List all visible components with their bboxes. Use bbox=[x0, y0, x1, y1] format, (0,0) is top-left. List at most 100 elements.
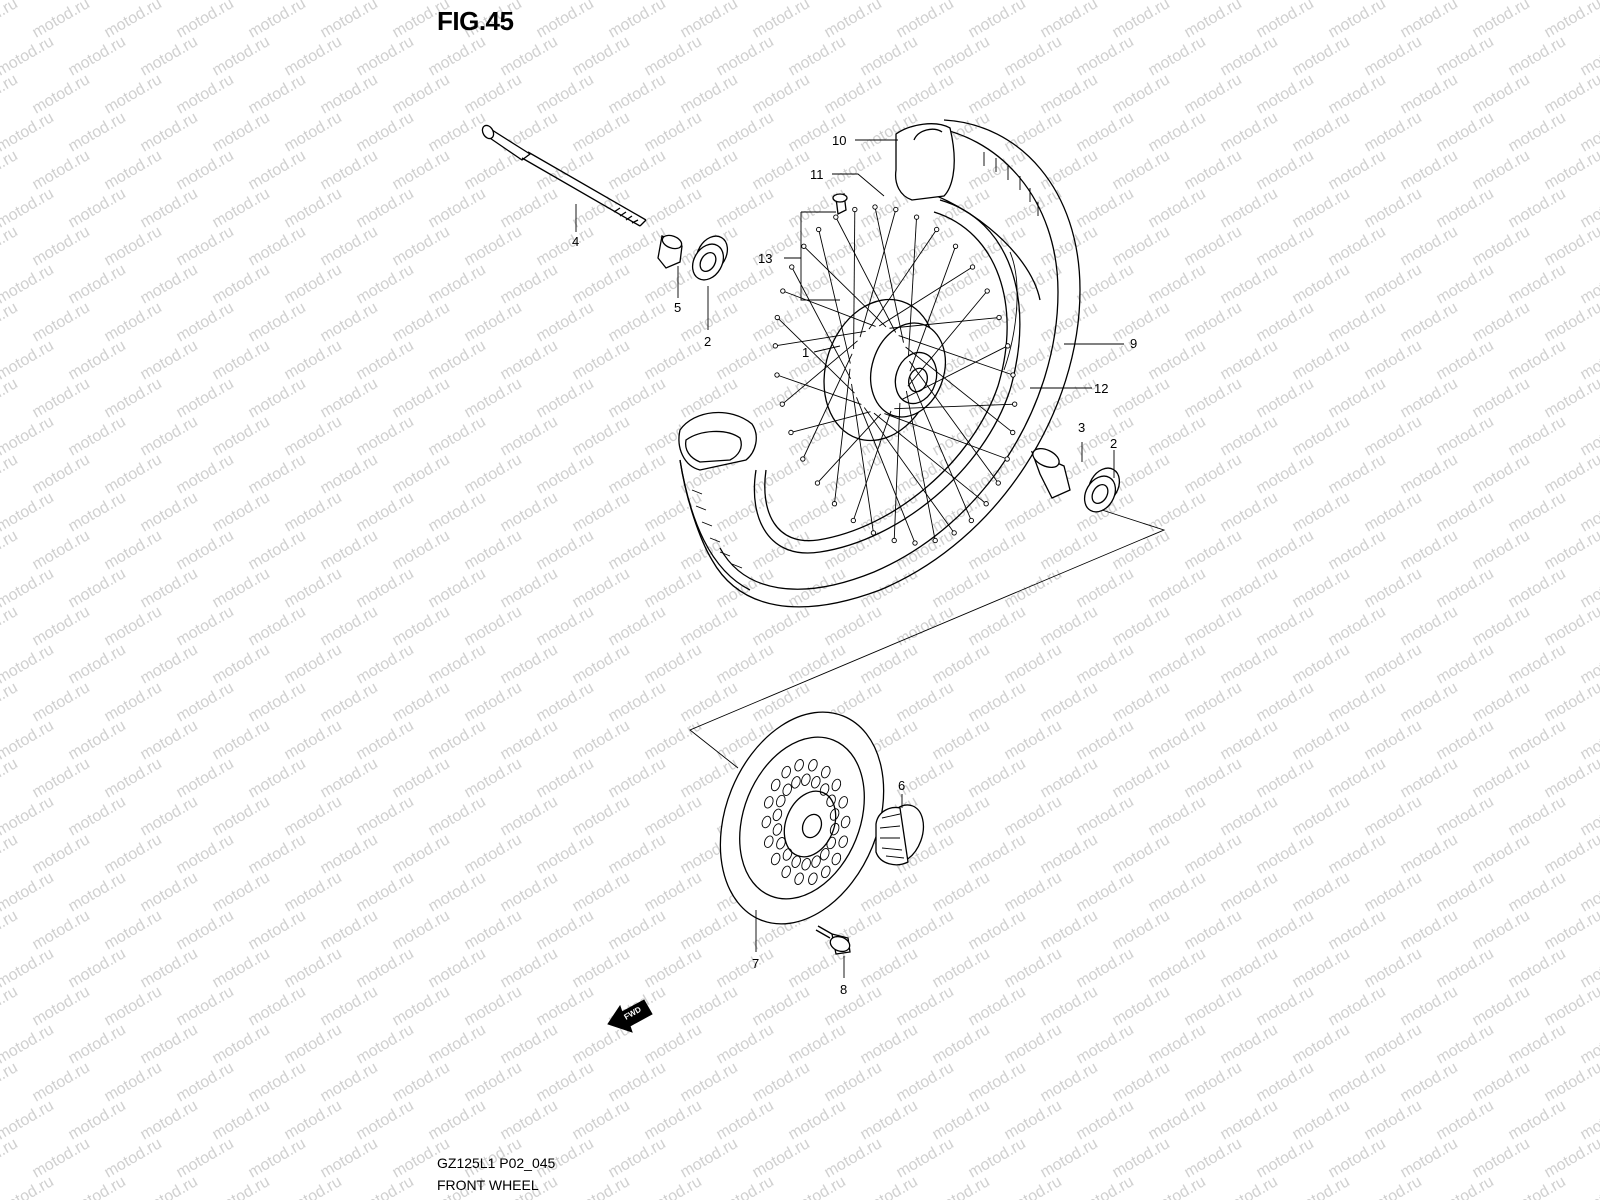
spoke-nipple bbox=[893, 206, 899, 213]
watermark-text: motod.ru bbox=[210, 33, 273, 79]
watermark-text: motod.ru bbox=[138, 1173, 201, 1200]
watermark-text: motod.ru bbox=[1074, 869, 1137, 915]
watermark-text: motod.ru bbox=[0, 375, 21, 421]
spoke-nipple bbox=[831, 501, 838, 507]
watermark-text: motod.ru bbox=[0, 603, 21, 649]
watermark-text: motod.ru bbox=[1218, 717, 1281, 763]
spoke bbox=[874, 206, 904, 343]
watermark-text: motod.ru bbox=[642, 945, 705, 991]
watermark-text: motod.ru bbox=[678, 907, 741, 953]
watermark-text: motod.ru bbox=[1398, 0, 1461, 41]
watermark-text: motod.ru bbox=[30, 147, 93, 193]
watermark-text: motod.ru bbox=[318, 679, 381, 725]
watermark-text: motod.ru bbox=[1254, 1059, 1317, 1105]
watermark-text: motod.ru bbox=[174, 375, 237, 421]
watermark-text: motod.ru bbox=[786, 1097, 849, 1143]
watermark-text: motod.ru bbox=[102, 755, 165, 801]
watermark-text: motod.ru bbox=[354, 1173, 417, 1200]
watermark-text: motod.ru bbox=[462, 603, 525, 649]
watermark-text: motod.ru bbox=[1182, 1135, 1245, 1181]
watermark-text: motod.ru bbox=[570, 641, 633, 687]
watermark-text: motod.ru bbox=[390, 907, 453, 953]
watermark-text: motod.ru bbox=[1146, 489, 1209, 535]
watermark-text: motod.ru bbox=[822, 71, 885, 117]
watermark-text: motod.ru bbox=[714, 261, 777, 307]
watermark-text: motod.ru bbox=[1146, 109, 1209, 155]
watermark-text: motod.ru bbox=[1290, 1097, 1353, 1143]
watermark-text: motod.ru bbox=[714, 641, 777, 687]
watermark-text: motod.ru bbox=[714, 109, 777, 155]
watermark-text: motod.ru bbox=[1146, 1097, 1209, 1143]
watermark-text: motod.ru bbox=[1542, 375, 1600, 421]
watermark-text: motod.ru bbox=[1074, 185, 1137, 231]
watermark-text: motod.ru bbox=[174, 603, 237, 649]
watermark-text: motod.ru bbox=[426, 641, 489, 687]
watermark-text: motod.ru bbox=[498, 261, 561, 307]
watermark-text: motod.ru bbox=[174, 679, 237, 725]
spoke-nipple bbox=[952, 243, 959, 249]
watermark-text: motod.ru bbox=[1218, 33, 1281, 79]
watermark-text: motod.ru bbox=[318, 451, 381, 497]
watermark-text: motod.ru bbox=[1038, 755, 1101, 801]
disc-hole bbox=[831, 852, 842, 866]
watermark-text: motod.ru bbox=[462, 679, 525, 725]
watermark-text: motod.ru bbox=[822, 147, 885, 193]
watermark-text: motod.ru bbox=[0, 1059, 21, 1105]
watermark-text: motod.ru bbox=[318, 71, 381, 117]
watermark-text: motod.ru bbox=[1542, 755, 1600, 801]
spoke-nipple bbox=[801, 243, 807, 249]
watermark-text: motod.ru bbox=[1542, 831, 1600, 877]
watermark-text: motod.ru bbox=[1398, 375, 1461, 421]
disc-hole bbox=[801, 773, 811, 786]
watermark-text: motod.ru bbox=[570, 565, 633, 611]
watermark-text: motod.ru bbox=[1326, 603, 1389, 649]
watermark-text: motod.ru bbox=[714, 565, 777, 611]
watermark-text: motod.ru bbox=[1146, 1021, 1209, 1067]
watermark-text: motod.ru bbox=[750, 147, 813, 193]
watermark-text: motod.ru bbox=[1110, 755, 1173, 801]
watermark-text: motod.ru bbox=[1542, 679, 1600, 725]
watermark-text: motod.ru bbox=[1110, 983, 1173, 1029]
watermark-text: motod.ru bbox=[1254, 223, 1317, 269]
watermark-text: motod.ru bbox=[534, 1059, 597, 1105]
watermark-text: motod.ru bbox=[1470, 755, 1533, 801]
watermark-text: motod.ru bbox=[1398, 755, 1461, 801]
watermark-text: motod.ru bbox=[426, 489, 489, 535]
watermark-text: motod.ru bbox=[30, 603, 93, 649]
watermark-text: motod.ru bbox=[1146, 869, 1209, 915]
watermark-text: motod.ru bbox=[1326, 907, 1389, 953]
spoke bbox=[902, 345, 1008, 400]
watermark-text: motod.ru bbox=[1506, 489, 1569, 535]
watermark-text: motod.ru bbox=[282, 33, 345, 79]
watermark-text: motod.ru bbox=[642, 1021, 705, 1067]
watermark-text: motod.ru bbox=[354, 489, 417, 535]
watermark-text: motod.ru bbox=[1182, 983, 1245, 1029]
bearing-right-part bbox=[1083, 467, 1121, 513]
spoke-nipple bbox=[984, 288, 990, 294]
spoke-nipple bbox=[1004, 456, 1010, 462]
watermark-text: motod.ru bbox=[1470, 983, 1533, 1029]
watermark-text: motod.ru bbox=[570, 717, 633, 763]
watermark-text: motod.ru bbox=[1326, 147, 1389, 193]
watermark-text: motod.ru bbox=[282, 945, 345, 991]
spoke bbox=[909, 360, 999, 484]
watermark-text: motod.ru bbox=[1110, 299, 1173, 345]
watermark-text: motod.ru bbox=[1506, 641, 1569, 687]
watermark-text: motod.ru bbox=[246, 831, 309, 877]
callout-8: 8 bbox=[840, 982, 847, 997]
callout-2-left: 2 bbox=[704, 334, 711, 349]
watermark-text: motod.ru bbox=[1074, 793, 1137, 839]
watermark-text: motod.ru bbox=[1470, 603, 1533, 649]
watermark-text: motod.ru bbox=[822, 1059, 885, 1105]
watermark-text: motod.ru bbox=[282, 337, 345, 383]
watermark-text: motod.ru bbox=[606, 679, 669, 725]
watermark-text: motod.ru bbox=[1110, 1059, 1173, 1105]
watermark-text: motod.ru bbox=[0, 679, 21, 725]
watermark-text: motod.ru bbox=[1110, 223, 1173, 269]
watermark-text: motod.ru bbox=[246, 0, 309, 41]
spoke-nipple bbox=[814, 480, 821, 486]
watermark-text: motod.ru bbox=[174, 0, 237, 41]
watermark-text: motod.ru bbox=[1182, 147, 1245, 193]
watermark-text: motod.ru bbox=[390, 831, 453, 877]
disc-hole bbox=[838, 835, 848, 848]
